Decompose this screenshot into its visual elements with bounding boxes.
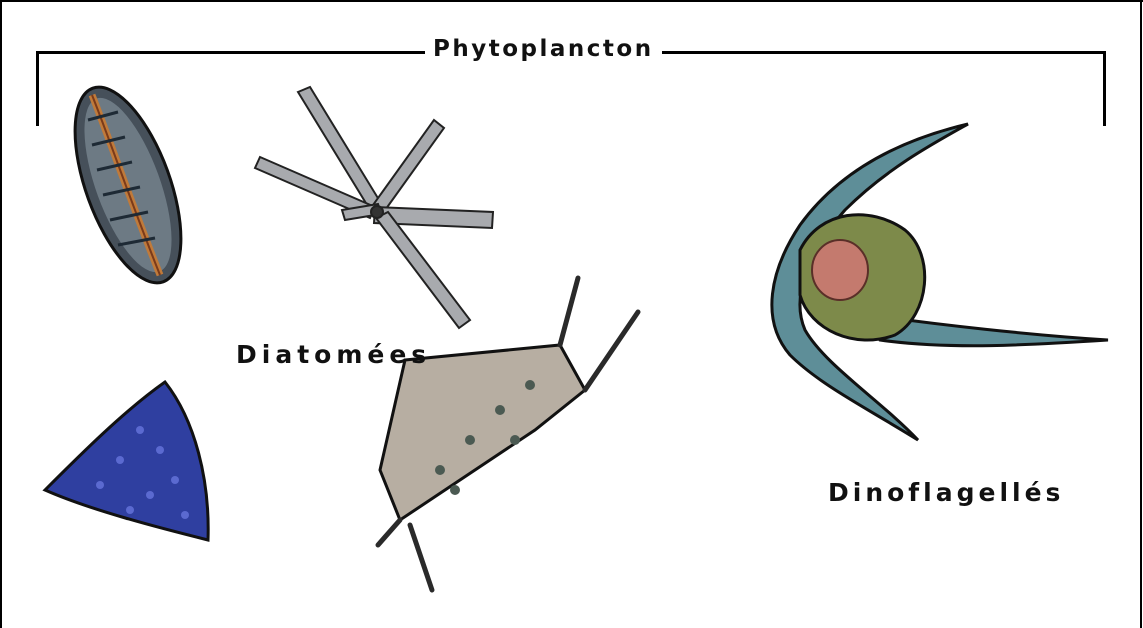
- triangular-diatom-icon: [45, 382, 208, 540]
- dinoflagellate-icon: [772, 124, 1108, 440]
- diagram-title: Phytoplancton: [425, 36, 662, 62]
- star-diatom-colony-icon: [255, 87, 493, 328]
- oval-diatom-icon: [53, 74, 202, 296]
- chain-diatom-icon: [378, 278, 638, 590]
- dinoflagelles-label: Dinoflagellés: [828, 478, 1064, 507]
- diatomees-label: Diatomées: [236, 340, 431, 369]
